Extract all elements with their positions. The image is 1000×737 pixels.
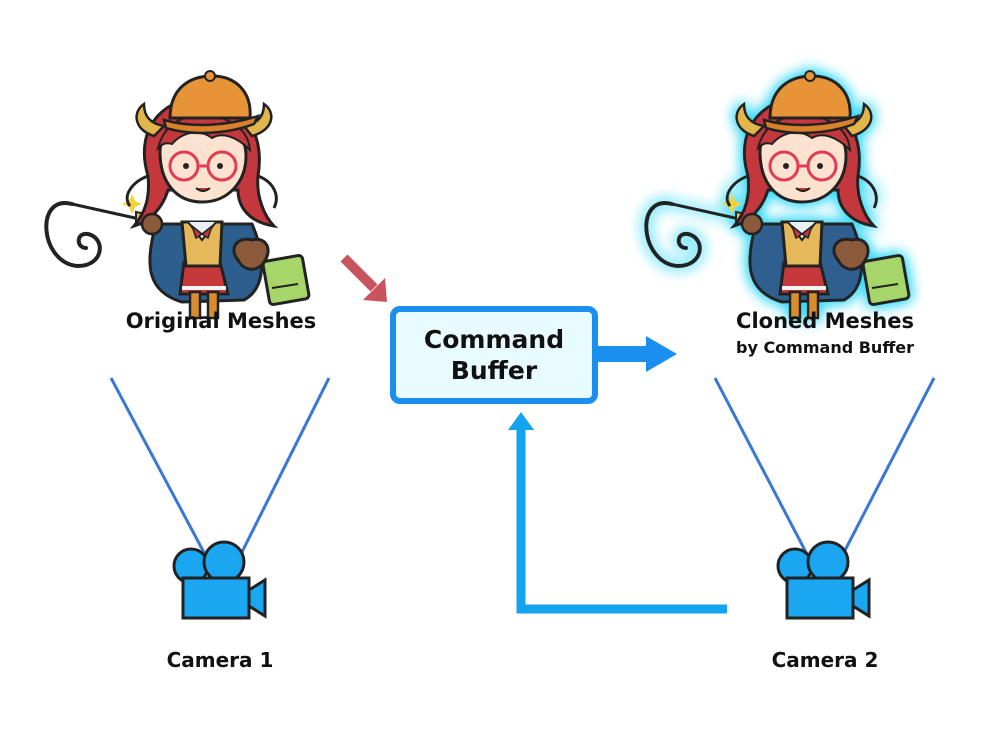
command-buffer-label-line2: Buffer bbox=[450, 356, 538, 385]
view-lines-camera-1 bbox=[109, 377, 331, 561]
cloned-character-icon bbox=[644, 69, 912, 320]
camera-2-label: Camera 2 bbox=[771, 648, 879, 672]
original-character-icon bbox=[44, 69, 312, 320]
cloned-meshes-sublabel: by Command Buffer bbox=[735, 338, 915, 357]
camera-2-icon bbox=[776, 540, 871, 620]
camera-1-icon bbox=[172, 540, 267, 620]
input-arrow bbox=[340, 254, 387, 302]
view-lines-camera-2 bbox=[713, 377, 936, 561]
command-buffer-box: Command Buffer bbox=[390, 306, 598, 404]
original-meshes-label: Original Meshes bbox=[125, 309, 317, 333]
output-arrow bbox=[596, 336, 677, 372]
cloned-meshes-label: Cloned Meshes bbox=[736, 309, 914, 333]
camera-1-label: Camera 1 bbox=[166, 648, 274, 672]
command-buffer-label-line1: Command bbox=[423, 325, 565, 354]
feedback-arrow bbox=[508, 412, 727, 614]
